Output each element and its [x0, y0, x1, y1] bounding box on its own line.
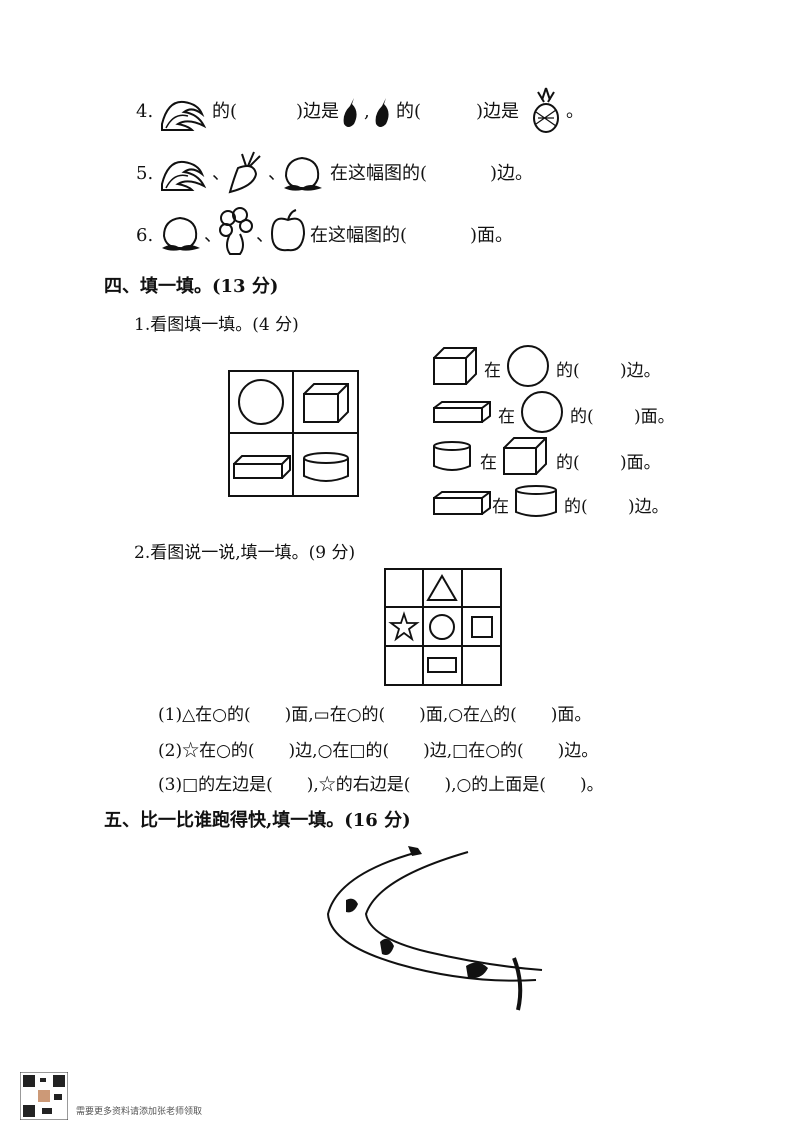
q6-sep-1: 、: [204, 225, 222, 246]
row-text: 在: [484, 361, 501, 381]
tortoise-icon: [466, 962, 488, 979]
dog-icon: [346, 898, 358, 913]
pineapple-icon: [533, 87, 559, 133]
cauliflower-icon: [219, 207, 253, 255]
position-grid: [384, 568, 502, 686]
q5-sep-2: 、: [268, 163, 286, 184]
section-5-title: 五、比一比谁跑得快,填一填。(16 分): [104, 810, 411, 831]
q6-text-2: )面。: [470, 225, 514, 246]
peach-icon: [284, 156, 322, 191]
q5-sep-1: 、: [212, 163, 230, 184]
apple-icon: [270, 209, 306, 252]
q4-text-4: 的(: [396, 101, 422, 122]
q4-text-6: 。: [566, 101, 584, 122]
cylinder-icon: [433, 441, 471, 471]
q4-number: 4.: [136, 101, 154, 122]
triangle-icon: [426, 574, 458, 601]
circle-icon: [238, 379, 284, 425]
q5-text-1: 在这幅图的(: [330, 163, 428, 184]
circle-icon: [507, 345, 549, 387]
cuboid-icon: [433, 401, 491, 423]
wave-icon: [161, 160, 207, 191]
cube-icon: [503, 437, 547, 475]
row-text: 的(: [556, 453, 580, 473]
rabbit-icon: [408, 846, 422, 856]
cube-icon: [433, 347, 477, 385]
q5-number: 5.: [136, 163, 154, 184]
row-text: )面。: [634, 407, 675, 427]
radish-icon: [228, 151, 261, 194]
square-icon: [471, 616, 493, 638]
row-text: 在: [492, 497, 509, 517]
row-text: 的(: [556, 361, 580, 381]
row-text: )边。: [620, 361, 661, 381]
s4q2-line-3: (3)□的左边是( ),☆的右边是( ),○的上面是( )。: [158, 775, 604, 795]
eggplant-icon: [343, 98, 357, 127]
section-4-title: 四、填一填。(13 分): [104, 276, 279, 297]
row-text: 在: [498, 407, 515, 427]
s4q2-line-2: (2)☆在○的( )边,○在□的( )边,□在○的( )边。: [158, 741, 599, 761]
q6-number: 6.: [136, 225, 154, 246]
s4q2-line-1: (1)△在○的( )面,▭在○的( )面,○在△的( )面。: [158, 705, 592, 725]
q4-text-1: 的(: [212, 101, 238, 122]
eggplant-icon: [375, 98, 389, 127]
s4q2-title: 2.看图说一说,填一填。(9 分): [134, 543, 356, 563]
peach-icon: [162, 216, 200, 251]
wave-icon: [161, 100, 207, 131]
qr-code-icon: [20, 1072, 68, 1120]
q4-text-2: )边是: [296, 101, 340, 122]
row-text: )边。: [628, 497, 669, 517]
row-text: 的(: [570, 407, 594, 427]
circle-icon: [429, 614, 455, 640]
race-track-illustration: [326, 846, 543, 1011]
circle-icon: [521, 391, 563, 433]
q6-text-1: 在这幅图的(: [310, 225, 408, 246]
cylinder-icon: [515, 485, 557, 517]
q4-text-5: )边是: [476, 101, 520, 122]
s4q1-title: 1.看图填一填。(4 分): [134, 315, 299, 335]
q6-sep-2: 、: [256, 225, 274, 246]
cuboid-icon: [433, 491, 491, 515]
row-text: )面。: [620, 453, 661, 473]
q5-text-2: )边。: [490, 163, 534, 184]
footer-note: 需要更多资料请添加张老师领取: [76, 1107, 203, 1117]
chicken-icon: [380, 938, 394, 955]
row-text: 在: [480, 453, 497, 473]
cube-icon: [303, 383, 349, 423]
row-text: 的(: [564, 497, 588, 517]
star-icon: [388, 611, 420, 642]
cylinder-icon: [303, 452, 349, 482]
cuboid-icon: [233, 455, 291, 479]
rectangle-icon: [427, 657, 457, 673]
q4-text-3: ,: [364, 101, 370, 122]
shape-grid: [228, 370, 359, 497]
